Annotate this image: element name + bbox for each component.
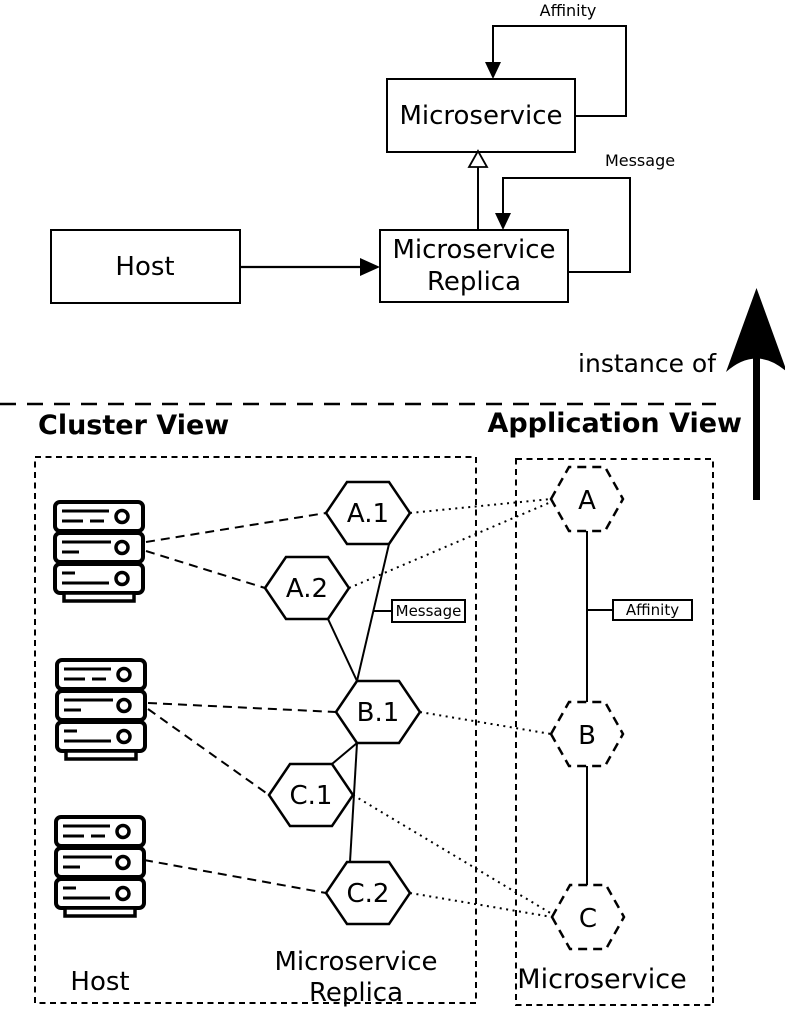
edge-a2-a — [348, 501, 552, 589]
replica-hexagon-c2 — [324, 860, 412, 926]
cluster-message-edges — [327, 543, 392, 863]
cluster-replica-hexagons: A.1 A.2 B.1 C.1 C.2 — [263, 480, 422, 926]
edge-a1-a — [409, 498, 552, 514]
replica-hexagon-a2 — [263, 555, 351, 621]
edge-b1-b — [419, 711, 552, 735]
meta-model-section: Affinity Microservice Message Microservi… — [50, 1, 785, 500]
service-hexagon-b — [549, 700, 625, 768]
replica-hexagon-a1 — [324, 480, 412, 546]
replica-label-c1: C.1 — [290, 781, 333, 811]
replica-hexagon-c1 — [267, 762, 355, 828]
host-edge-arrowhead-icon — [360, 258, 380, 276]
application-service-hexagons: A B C — [549, 465, 626, 951]
message-tag-label: Message — [396, 602, 462, 620]
edge-host2-c1 — [147, 708, 270, 796]
edge-a2-b1 — [327, 618, 358, 682]
cluster-host-caption: Host — [70, 967, 129, 997]
cluster-view-boundary — [34, 456, 477, 1004]
application-microservice-caption: Microservice — [517, 964, 686, 995]
service-hexagon-a — [549, 465, 625, 533]
instance-of-arrow-shaft — [753, 345, 760, 500]
edge-host2-b1 — [147, 702, 337, 713]
message-self-loop-edge — [502, 177, 631, 273]
application-affinity-edges — [586, 531, 613, 885]
service-label-b: B — [578, 721, 596, 751]
edge-b1-c2 — [349, 742, 358, 863]
application-view-boundary — [515, 458, 714, 1006]
instance-of-arrowhead-icon — [726, 288, 785, 372]
cluster-replica-caption-line2: Replica — [309, 978, 403, 1008]
replica-label-c2: C.2 — [347, 879, 390, 909]
replica-hexagon-b1 — [334, 679, 422, 745]
message-loop-label: Message — [605, 151, 675, 170]
replica-label-a2: A.2 — [286, 574, 328, 604]
microservice-class-label: Microservice — [399, 101, 562, 131]
instance-of-edges — [348, 498, 553, 918]
microservice-class-box — [386, 78, 576, 153]
open-triangle-arrowhead-icon — [467, 149, 489, 168]
replica-class-label-line1: Microservice — [392, 235, 555, 265]
host-icon-2 — [55, 658, 147, 761]
service-hexagon-c — [550, 883, 626, 951]
microservice-replica-class-box — [379, 229, 569, 303]
cluster-view-title: Cluster View — [38, 410, 229, 441]
host-icon-1 — [53, 500, 145, 603]
host-class-label: Host — [115, 252, 174, 282]
service-label-a: A — [578, 486, 596, 516]
replica-label-b1: B.1 — [357, 698, 400, 728]
application-view-title: Application View — [487, 408, 742, 439]
edge-host1-a1 — [145, 512, 327, 543]
edge-a1-b1 — [356, 543, 390, 682]
cluster-host-placement-edges — [143, 512, 337, 894]
edge-c2-c — [409, 892, 553, 918]
edge-host1-a2 — [145, 550, 266, 589]
host-class-box — [50, 229, 241, 304]
cluster-replica-caption-line1: Microservice — [274, 947, 437, 977]
replica-label-a1: A.1 — [347, 499, 389, 529]
affinity-loop-label: Affinity — [540, 1, 597, 20]
affinity-tag-box — [612, 599, 693, 621]
affinity-loop-arrowhead-icon — [485, 62, 501, 79]
replica-class-label-line2: Replica — [427, 267, 521, 297]
edge-b1-c1 — [331, 742, 358, 765]
message-loop-arrowhead-icon — [495, 213, 511, 230]
message-tag-box — [391, 599, 466, 623]
instance-of-label: instance of — [578, 349, 717, 378]
affinity-tag-label: Affinity — [626, 601, 679, 619]
host-icon-3 — [54, 815, 146, 918]
edge-host3-c2 — [143, 859, 327, 894]
affinity-self-loop-edge — [492, 25, 627, 117]
service-label-c: C — [579, 904, 597, 934]
